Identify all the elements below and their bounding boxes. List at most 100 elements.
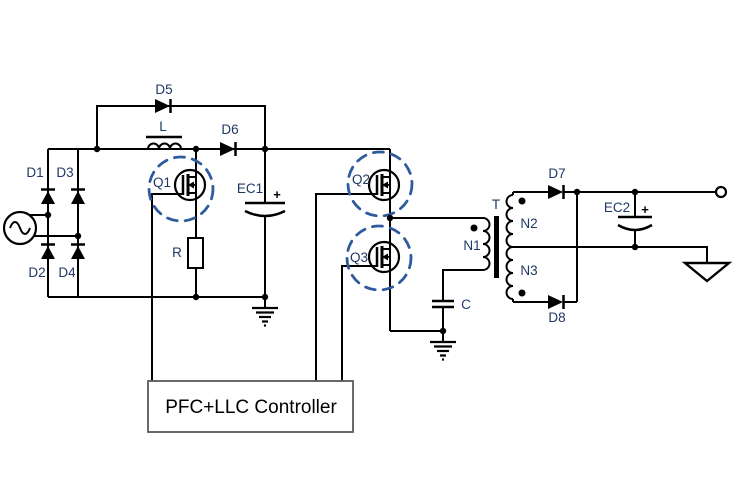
n1-phase-dot <box>470 224 478 232</box>
ec2-negative-plate <box>617 223 653 232</box>
diode-d5 <box>155 99 172 113</box>
label-n1: N1 <box>463 238 480 253</box>
junction-dot <box>573 188 581 196</box>
label-n2: N2 <box>520 216 537 231</box>
diode-d3-triangle <box>71 191 85 204</box>
q2-highlight-circle <box>346 150 414 218</box>
junction-dot <box>386 214 394 222</box>
diode-d5-triangle <box>155 99 170 113</box>
wire <box>341 265 377 381</box>
controller-box: PFC+LLC Controller <box>147 380 354 433</box>
wire <box>151 193 183 381</box>
diode-d2-triangle <box>41 246 55 259</box>
component-labels: D1 D3 D2 D4 D5 L D6 Q1 R EC1 Q2 Q3 C N1 … <box>26 82 630 325</box>
label-ec2: EC2 <box>604 200 630 215</box>
junction-dot <box>631 188 639 196</box>
output-terminal <box>714 185 728 199</box>
label-q2: Q2 <box>352 172 370 187</box>
n3-phase-dot <box>518 289 526 297</box>
q1-body-circle <box>173 168 207 202</box>
ground-resonant <box>430 340 456 361</box>
q1-arrow-head <box>188 181 194 189</box>
winding-n2 <box>505 194 514 248</box>
label-q3: Q3 <box>350 250 368 265</box>
junction-dot <box>93 145 101 153</box>
transformer-core <box>494 216 499 278</box>
diode-d1-triangle <box>41 191 55 204</box>
q3-highlight-circle <box>345 224 413 292</box>
diode-d3 <box>71 188 85 204</box>
controller-label: PFC+LLC Controller <box>165 397 337 418</box>
junction-dot <box>631 243 639 251</box>
n2-phase-dot <box>518 197 526 205</box>
q1-highlight-circle <box>147 155 215 223</box>
winding-n1 <box>482 217 491 271</box>
controller-rect <box>147 380 354 433</box>
junction-dots <box>44 145 639 335</box>
mosfet-q1 <box>173 168 207 202</box>
diode-d1 <box>41 188 55 204</box>
diode-d7-triangle <box>548 185 563 199</box>
label-d6: D6 <box>221 122 238 137</box>
inductor-winding <box>147 142 182 150</box>
transformer-t <box>470 194 526 300</box>
junction-dot <box>44 211 52 219</box>
wires <box>29 105 716 381</box>
diode-d4 <box>71 243 85 259</box>
diode-d8 <box>548 295 565 309</box>
label-d2: D2 <box>28 265 45 280</box>
sine-icon <box>9 221 31 235</box>
mosfet-q2 <box>367 168 401 202</box>
label-l: L <box>159 119 167 134</box>
wire <box>315 193 377 381</box>
junction-dot <box>439 327 447 335</box>
junction-dot <box>192 293 200 301</box>
q3-arrow-head <box>382 253 388 261</box>
ground-ec1 <box>252 306 278 327</box>
capacitor-ec1 <box>244 201 286 218</box>
bridge-rectifier <box>41 188 85 259</box>
diode-d8-triangle <box>548 295 563 309</box>
ec2-polarity-plus: + <box>641 202 649 217</box>
label-d3: D3 <box>56 165 73 180</box>
label-d4: D4 <box>58 265 76 280</box>
diode-d2 <box>41 243 55 259</box>
q2-arrow-head <box>382 181 388 189</box>
resistor-r <box>187 237 204 269</box>
mosfet-q3 <box>367 240 401 274</box>
junction-dot <box>74 232 82 240</box>
label-ec1: EC1 <box>237 181 263 196</box>
label-d8: D8 <box>548 310 565 325</box>
wire <box>96 105 266 149</box>
label-d1: D1 <box>26 165 43 180</box>
capacitor-c <box>432 299 454 309</box>
ac-source-circle <box>2 210 38 246</box>
wire <box>442 269 483 301</box>
diode-d4-triangle <box>71 246 85 259</box>
junction-dot <box>192 145 200 153</box>
capacitor-ec2 <box>617 215 653 232</box>
ground-output-triangle <box>681 261 733 283</box>
winding-n3 <box>505 246 514 300</box>
highlight-circles <box>147 150 414 292</box>
label-t: T <box>492 197 500 212</box>
ec1-polarity-plus: + <box>273 187 281 202</box>
inductor-l <box>146 135 182 150</box>
label-q1: Q1 <box>153 175 171 190</box>
label-d7: D7 <box>548 166 565 181</box>
wire <box>513 246 708 263</box>
diode-d6-triangle <box>220 142 235 156</box>
ec1-negative-plate <box>244 209 286 218</box>
label-r: R <box>172 245 182 260</box>
label-n3: N3 <box>520 263 537 278</box>
label-c: C <box>461 297 471 312</box>
diode-d7 <box>548 185 565 199</box>
q2-body-circle <box>367 168 401 202</box>
junction-dot <box>261 145 269 153</box>
junction-dot <box>261 293 269 301</box>
q3-body-circle <box>367 240 401 274</box>
ac-source <box>2 210 38 246</box>
label-d5: D5 <box>155 82 172 97</box>
